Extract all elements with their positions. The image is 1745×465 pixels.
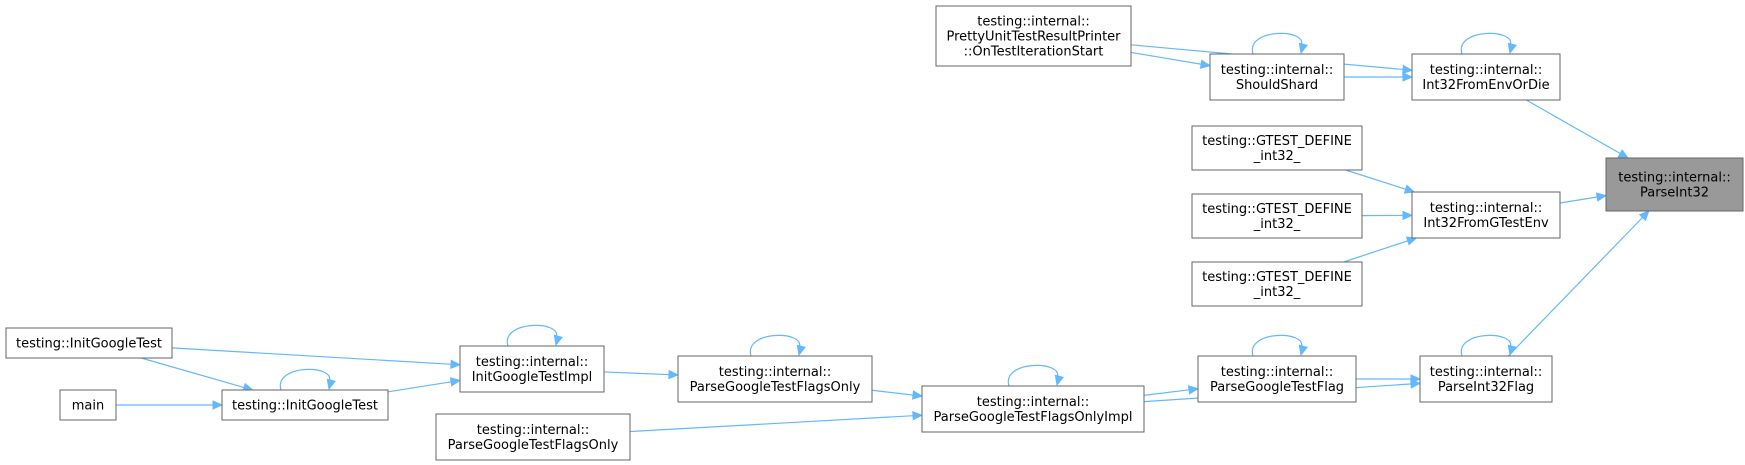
edge-parseflagsonly1-to-parseflagsonly1 <box>749 334 806 357</box>
node-box <box>1411 191 1561 239</box>
edge-parseflagsonly1-to-parseflagsonlyimpl <box>871 389 924 400</box>
node-box <box>59 389 117 421</box>
node-initgoogletest1[interactable]: testing::InitGoogleTest <box>5 327 173 359</box>
edge-shouldshard-to-int32fromenvordie <box>1344 72 1414 82</box>
node-gtestdefine2[interactable]: testing::GTEST_DEFINE_int32_ <box>1191 193 1363 239</box>
node-label-line: testing::internal:: <box>1221 365 1333 380</box>
node-initgoogletest2[interactable]: testing::InitGoogleTest <box>221 389 389 421</box>
edge-initgoogletest2-to-initgoogletestimpl <box>387 377 462 393</box>
node-label-line: _int32_ <box>1253 217 1301 232</box>
node-int32fromenvordie[interactable]: testing::internal::Int32FromEnvOrDie <box>1411 53 1561 101</box>
node-box <box>435 413 631 461</box>
node-label-line: ParseInt32 <box>1640 186 1709 201</box>
node-parseint32[interactable]: testing::internal::ParseInt32 <box>1605 157 1744 212</box>
edge-parseflagsonlyimpl-to-parseflagsonlyimpl <box>1007 364 1064 387</box>
edge-initgoogletest1-to-initgoogletest2 <box>141 357 254 392</box>
edge-parseflagsonly2-to-parseflagsonlyimpl <box>629 410 924 433</box>
node-label-line: testing::internal:: <box>977 15 1089 30</box>
node-parseint32flag[interactable]: testing::internal::ParseInt32Flag <box>1419 355 1553 403</box>
node-parseflagsonly2[interactable]: testing::internal::ParseGoogleTestFlagsO… <box>435 413 631 461</box>
node-label-line: testing::internal:: <box>1430 365 1542 380</box>
edge-int32fromgtestenv-to-parseint32 <box>1559 192 1608 204</box>
node-label-line: testing::internal:: <box>1430 201 1542 216</box>
node-label-line: ParseGoogleTestFlagsOnlyImpl <box>934 410 1133 425</box>
node-box <box>1191 125 1363 171</box>
node-label-line: PrettyUnitTestResultPrinter <box>946 30 1121 45</box>
node-parsegoogletestflag[interactable]: testing::internal::ParseGoogleTestFlag <box>1197 355 1357 403</box>
node-label-line: Int32FromGTestEnv <box>1423 216 1549 231</box>
node-label-line: ParseGoogleTestFlag <box>1210 380 1344 395</box>
edge-prettyprinter-to-shouldshard <box>1130 51 1212 69</box>
edge-gtestdefine2-to-int32fromgtestenv <box>1361 210 1414 221</box>
node-box <box>1191 193 1363 239</box>
edge-initgoogletest2-to-initgoogletest2 <box>279 368 336 391</box>
node-label-line: testing::InitGoogleTest <box>232 399 378 414</box>
edges-layer <box>116 32 1650 433</box>
node-box <box>5 327 173 359</box>
edge-parsegoogletestflag-to-parsegoogletestflag <box>1251 334 1308 357</box>
node-box <box>221 389 389 421</box>
node-label-line: testing::internal:: <box>476 355 588 370</box>
node-label-line: testing::GTEST_DEFINE <box>1202 270 1352 285</box>
node-parseflagsonly1[interactable]: testing::internal::ParseGoogleTestFlagsO… <box>677 355 873 403</box>
node-box <box>1209 53 1345 101</box>
nodes-layer: testing::internal::ParseInt32testing::in… <box>5 5 1744 461</box>
node-prettyprinter[interactable]: testing::internal::PrettyUnitTestResultP… <box>935 5 1132 67</box>
node-label-line: testing::internal:: <box>1618 171 1730 186</box>
node-label-line: testing::internal:: <box>977 395 1089 410</box>
edge-initgoogletestimpl-to-initgoogletestimpl <box>506 324 563 347</box>
edge-gtestdefine1-to-int32fromgtestenv <box>1345 169 1416 194</box>
node-box <box>459 345 605 393</box>
edge-gtestdefine3-to-int32fromgtestenv <box>1343 236 1418 263</box>
node-box <box>677 355 873 403</box>
edge-parseflagsonlyimpl-to-parsegoogletestflag <box>1143 385 1200 396</box>
edge-parseint32flag-to-parseint32 <box>1507 210 1650 357</box>
node-label-line: testing::GTEST_DEFINE <box>1202 202 1352 217</box>
node-label-line: testing::GTEST_DEFINE <box>1202 134 1352 149</box>
edge-initgoogletest1-to-initgoogletestimpl <box>171 347 462 369</box>
node-label-line: _int32_ <box>1253 149 1301 164</box>
node-label-line: ShouldShard <box>1236 78 1318 93</box>
node-box <box>1419 355 1553 403</box>
node-box <box>1191 261 1363 307</box>
edge-initgoogletestimpl-to-parseflagsonly1 <box>603 369 680 380</box>
node-box <box>935 5 1132 67</box>
node-parseflagsonlyimpl[interactable]: testing::internal::ParseGoogleTestFlagsO… <box>921 385 1145 433</box>
node-label-line: InitGoogleTestImpl <box>472 370 593 385</box>
edge-int32fromenvordie-to-int32fromenvordie <box>1460 32 1517 55</box>
node-label-line: Int32FromEnvOrDie <box>1422 78 1549 93</box>
node-box <box>1605 157 1744 212</box>
node-gtestdefine1[interactable]: testing::GTEST_DEFINE_int32_ <box>1191 125 1363 171</box>
node-shouldshard[interactable]: testing::internal::ShouldShard <box>1209 53 1345 101</box>
edge-main-to-initgoogletest2 <box>116 400 224 410</box>
node-label-line: ParseGoogleTestFlagsOnly <box>690 380 861 395</box>
node-box <box>1197 355 1357 403</box>
edge-int32fromenvordie-to-parseint32 <box>1526 99 1630 159</box>
node-gtestdefine3[interactable]: testing::GTEST_DEFINE_int32_ <box>1191 261 1363 307</box>
node-box <box>1411 53 1561 101</box>
node-label-line: testing::internal:: <box>719 365 831 380</box>
node-int32fromgtestenv[interactable]: testing::internal::Int32FromGTestEnv <box>1411 191 1561 239</box>
node-label-line: ParseInt32Flag <box>1438 380 1534 395</box>
edge-parseint32flag-to-parseint32flag <box>1460 334 1517 357</box>
node-box <box>921 385 1145 433</box>
node-label-line: main <box>72 399 104 414</box>
node-label-line: testing::internal:: <box>1430 63 1542 78</box>
node-label-line: ParseGoogleTestFlagsOnly <box>448 438 619 453</box>
edge-shouldshard-to-shouldshard <box>1251 32 1308 55</box>
node-label-line: ::OnTestIterationStart <box>964 45 1104 60</box>
node-label-line: _int32_ <box>1253 285 1301 300</box>
node-initgoogletestimpl[interactable]: testing::internal::InitGoogleTestImpl <box>459 345 605 393</box>
node-label-line: testing::internal:: <box>1221 63 1333 78</box>
node-label-line: testing::InitGoogleTest <box>16 337 162 352</box>
node-main[interactable]: main <box>59 389 117 421</box>
node-label-line: testing::internal:: <box>477 423 589 438</box>
